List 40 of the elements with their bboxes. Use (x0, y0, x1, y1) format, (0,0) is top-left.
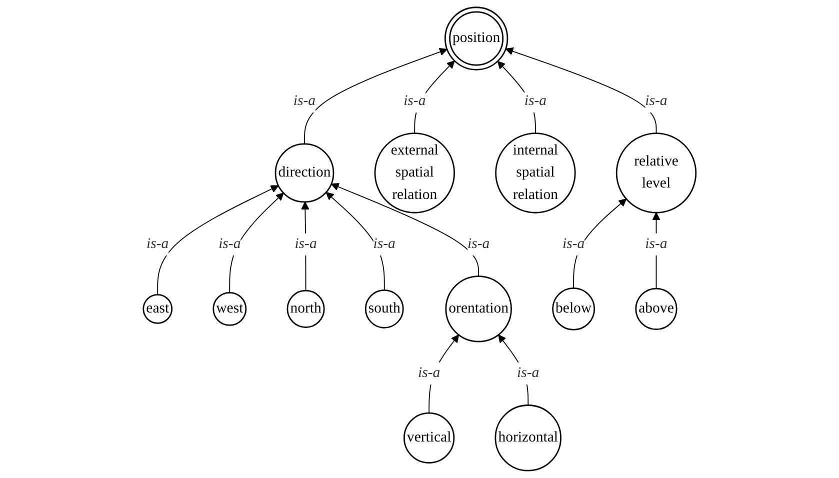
arrow (229, 192, 284, 294)
node-circle: relative level (616, 132, 696, 214)
node-circle: south (364, 289, 404, 328)
edge-label: is-a (293, 93, 316, 109)
node-circle: north (286, 290, 325, 328)
edge-label: is-a (645, 93, 668, 109)
node-circle: east (142, 294, 172, 324)
node-circle: internal spatial relation (494, 132, 576, 214)
arrow (498, 334, 528, 406)
node-circle: external spatial relation (374, 132, 455, 214)
node-circle: west (212, 292, 246, 326)
edge-label: is-a (294, 236, 317, 252)
edge-label: is-a (562, 236, 584, 252)
edge-label: is-a (146, 236, 169, 252)
arrow (572, 198, 626, 289)
arrow (428, 334, 459, 414)
node-circle: vertical (403, 412, 454, 464)
arrow (414, 60, 455, 134)
edge-label: is-a (418, 365, 440, 381)
node-circle: direction (274, 143, 334, 203)
arrow (326, 192, 385, 291)
edge-label: is-a (218, 236, 241, 252)
node-circle: horizontal (494, 404, 562, 472)
node-circle: below (552, 287, 595, 330)
arrow (652, 212, 660, 289)
edge-label: is-a (516, 365, 540, 381)
arrow (157, 185, 279, 296)
arrow (497, 60, 536, 134)
node-circle: position (444, 6, 508, 70)
edge-label: is-a (373, 236, 396, 252)
arrow (505, 47, 657, 134)
edge-label: is-a (403, 93, 426, 109)
edge-label: is-a (524, 93, 546, 109)
node-circle: above (635, 288, 678, 330)
arrow (330, 183, 479, 277)
arrow (300, 202, 310, 292)
edge-label: is-a (467, 236, 490, 252)
arrow (304, 48, 448, 144)
node-circle: orentation (445, 276, 512, 342)
edge-label: is-a (645, 236, 668, 252)
